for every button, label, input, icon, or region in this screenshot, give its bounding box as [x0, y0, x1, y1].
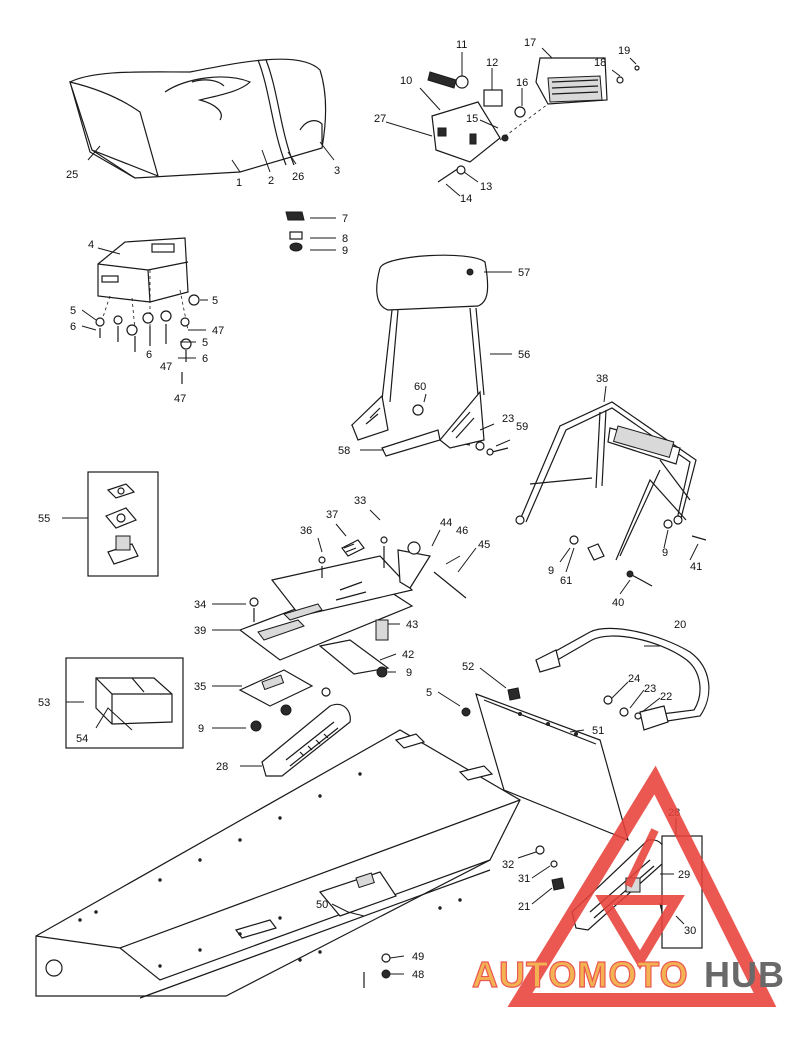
callout-5: 5: [70, 305, 76, 317]
callout-labels: 1 2 3 4 5 5 5 5 6 6 6 7 8 9 9 9 9 9 10 1…: [38, 37, 702, 981]
watermark-brand-primary: AUTOMOTO: [472, 954, 689, 995]
callout-47: 47: [212, 325, 224, 337]
callout-5: 5: [212, 295, 218, 307]
tail-light-assembly: [427, 57, 640, 183]
callout-38: 38: [596, 373, 608, 385]
callout-54: 54: [76, 733, 88, 745]
callout-24: 24: [628, 673, 640, 685]
callout-59: 59: [516, 421, 528, 433]
grab-bar-20: [507, 627, 710, 731]
automotohub-watermark: AUTOMOTO HUB: [471, 765, 785, 1007]
callout-20: 20: [674, 619, 686, 631]
callout-9: 9: [342, 245, 348, 257]
callout-6: 6: [70, 321, 76, 333]
callout-18: 18: [594, 57, 606, 69]
luggage-rack-38: [515, 401, 707, 587]
callout-5: 5: [202, 337, 208, 349]
callout-30: 30: [684, 925, 696, 937]
callout-29: 29: [678, 869, 690, 881]
detail-box-55: [87, 471, 159, 577]
callout-4: 4: [88, 239, 94, 251]
runner-trim-28: [261, 703, 351, 777]
callout-35: 35: [194, 681, 206, 693]
callout-9: 9: [548, 565, 554, 577]
callout-53: 53: [38, 697, 50, 709]
callout-48: 48: [412, 969, 424, 981]
bracket-block-4: [95, 237, 200, 384]
leader-lines: [62, 47, 699, 975]
callout-25: 25: [66, 169, 78, 181]
callout-9: 9: [662, 547, 668, 559]
callout-23: 23: [644, 683, 656, 695]
callout-9: 9: [198, 723, 204, 735]
callout-15: 15: [466, 113, 478, 125]
callout-12: 12: [486, 57, 498, 69]
callout-43: 43: [406, 619, 418, 631]
callout-60: 60: [414, 381, 426, 393]
callout-57: 57: [518, 267, 530, 279]
callout-37: 37: [326, 509, 338, 521]
callout-32: 32: [502, 859, 514, 871]
callout-9: 9: [406, 667, 412, 679]
callout-2: 2: [268, 175, 274, 187]
callout-45: 45: [478, 539, 490, 551]
callout-31: 31: [518, 873, 530, 885]
callout-11: 11: [456, 39, 467, 51]
callout-6: 6: [202, 353, 208, 365]
callout-6: 6: [146, 349, 152, 361]
tunnel-body: [35, 729, 521, 999]
callout-42: 42: [402, 649, 414, 661]
callout-47: 47: [160, 361, 172, 373]
callout-5: 5: [426, 687, 432, 699]
callout-28: 28: [216, 761, 228, 773]
callout-36: 36: [300, 525, 312, 537]
callout-22: 22: [660, 691, 672, 703]
fastener-stack-7-8-9: [285, 211, 305, 252]
callout-3: 3: [334, 165, 340, 177]
callout-7: 7: [342, 213, 348, 225]
callout-34: 34: [194, 599, 206, 611]
callout-1: 1: [236, 177, 242, 189]
backrest-assembly: [350, 254, 509, 457]
callout-55: 55: [38, 513, 50, 525]
callout-58: 58: [338, 445, 350, 457]
callout-23: 23: [502, 413, 514, 425]
callout-14: 14: [460, 193, 472, 205]
callout-40: 40: [612, 597, 624, 609]
callout-17: 17: [524, 37, 536, 49]
callout-44: 44: [440, 517, 452, 529]
callout-27: 27: [374, 113, 386, 125]
callout-56: 56: [518, 349, 530, 361]
callout-50: 50: [316, 899, 328, 911]
watermark-brand-secondary: HUB: [704, 954, 785, 995]
detail-box-53: [65, 657, 184, 749]
callout-49: 49: [412, 951, 424, 963]
tunnel-rivets: [78, 772, 462, 968]
callout-19: 19: [618, 45, 630, 57]
callout-41: 41: [690, 561, 702, 573]
snow-flap-51: [461, 693, 629, 842]
callout-33: 33: [354, 495, 366, 507]
mount-plates-assembly: [238, 536, 467, 732]
callout-52: 52: [462, 661, 474, 673]
callout-39: 39: [194, 625, 206, 637]
seat-assembly: [69, 58, 327, 179]
callout-61: 61: [560, 575, 572, 587]
callout-21: 21: [518, 901, 530, 913]
callout-10: 10: [400, 75, 412, 87]
callout-51: 51: [592, 725, 604, 737]
callout-47: 47: [174, 393, 186, 405]
callout-26: 26: [292, 171, 304, 183]
callout-13: 13: [480, 181, 492, 193]
callout-8: 8: [342, 233, 348, 245]
callout-46: 46: [456, 525, 468, 537]
callout-16: 16: [516, 77, 528, 89]
